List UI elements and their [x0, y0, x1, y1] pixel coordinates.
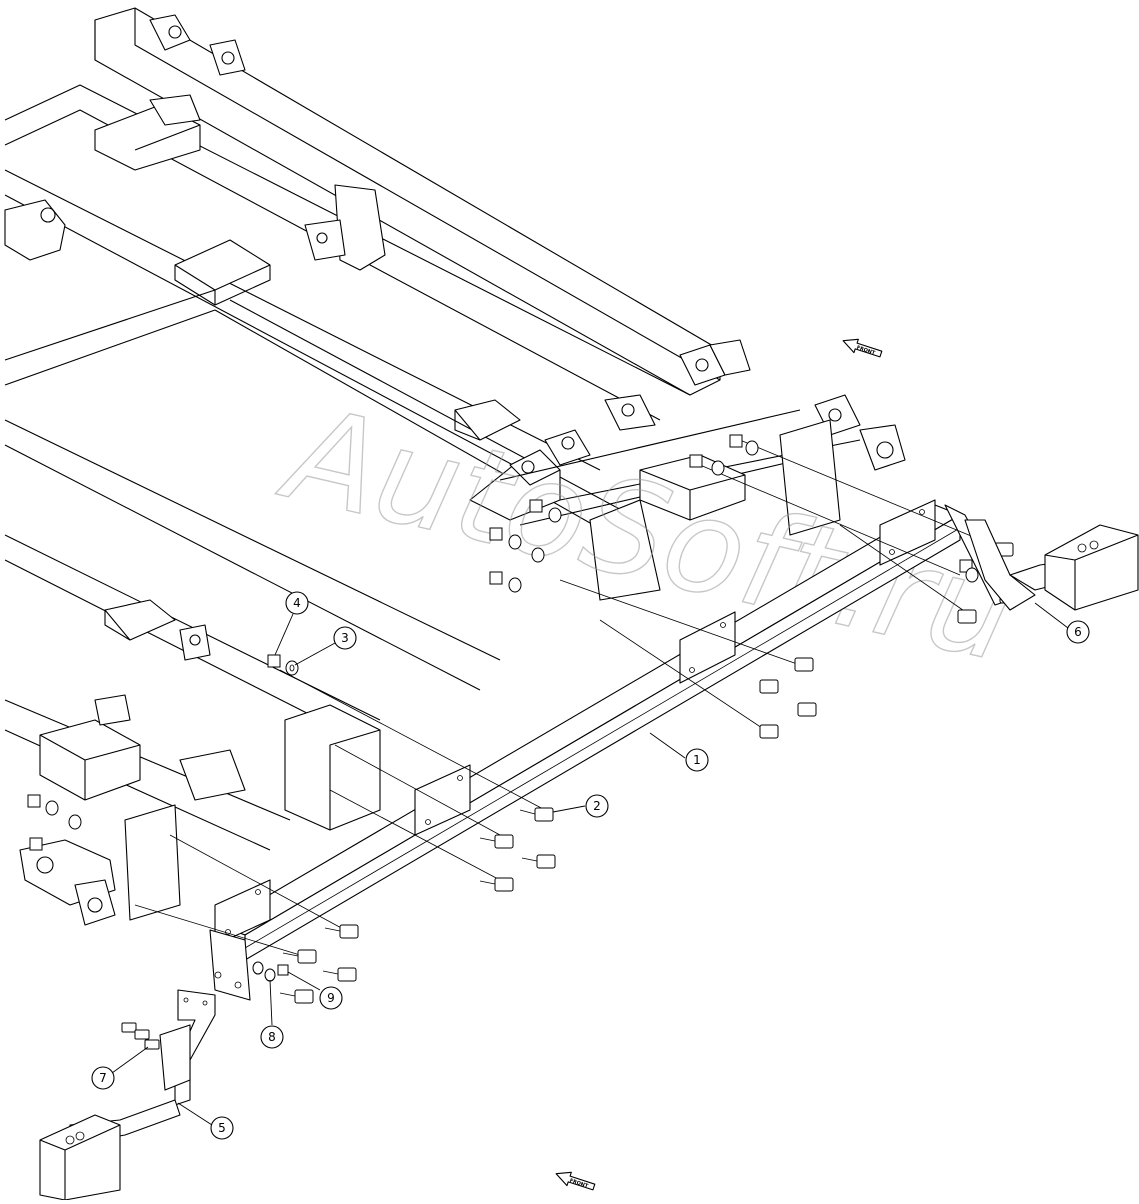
small-washer	[264, 968, 276, 982]
nut	[27, 794, 41, 808]
small-bolt	[144, 1039, 160, 1050]
bolt	[797, 702, 817, 717]
washer	[285, 660, 299, 676]
callout-8: 8	[260, 979, 284, 1049]
bolt	[957, 609, 977, 624]
direction-arrow: FRONT	[842, 338, 883, 358]
svg-text:8: 8	[268, 1030, 276, 1044]
washer	[548, 507, 562, 523]
nut	[489, 571, 503, 585]
left-bracket	[39, 989, 216, 1201]
bolt	[759, 724, 779, 739]
svg-text:3: 3	[341, 631, 349, 645]
washer	[45, 800, 59, 816]
direction-arrow: FRONT	[555, 1171, 596, 1191]
right-bracket	[964, 519, 1139, 611]
callout-6: 6	[1034, 602, 1090, 644]
bolt	[279, 989, 314, 1004]
bolt	[324, 924, 359, 939]
callout-1: 1	[649, 732, 709, 772]
nut	[729, 434, 743, 448]
callouts: 1 2 3 4 5 6	[91, 591, 1090, 1140]
small-nut	[277, 964, 289, 976]
nut	[29, 837, 43, 851]
small-bolt	[134, 1029, 150, 1040]
washer	[508, 534, 522, 550]
bolt	[322, 967, 357, 982]
washer	[531, 547, 545, 563]
bolt	[479, 834, 514, 849]
callout-4: 4	[274, 591, 309, 656]
bolt	[759, 679, 779, 694]
washer	[965, 567, 979, 583]
main-frame	[4, 7, 906, 926]
alignment-lines	[134, 439, 1001, 956]
svg-text:2: 2	[593, 799, 601, 813]
svg-text:9: 9	[327, 991, 335, 1005]
callout-2: 2	[552, 794, 609, 818]
bolt	[521, 854, 556, 869]
bolt	[519, 807, 554, 822]
fastener-group	[27, 434, 1019, 1050]
direction-arrow-label: FRONT	[569, 1178, 590, 1190]
washer	[711, 460, 725, 476]
bolt	[282, 949, 317, 964]
washer	[508, 577, 522, 593]
callout-7: 7	[91, 1046, 149, 1090]
washer	[68, 814, 82, 830]
svg-text:1: 1	[693, 753, 701, 767]
bolt	[479, 877, 514, 892]
crossbar	[209, 499, 1011, 1001]
svg-text:4: 4	[293, 596, 301, 610]
svg-text:7: 7	[99, 1071, 107, 1085]
callout-3: 3	[294, 626, 357, 666]
svg-text:6: 6	[1074, 625, 1082, 639]
svg-text:5: 5	[218, 1121, 226, 1135]
nut	[689, 454, 703, 468]
washer	[745, 440, 759, 456]
small-washer	[252, 961, 264, 975]
nut	[529, 499, 543, 513]
small-bolt	[121, 1022, 137, 1033]
nut	[489, 527, 503, 541]
callout-5: 5	[177, 1102, 234, 1140]
bolt	[794, 657, 814, 672]
callout-9: 9	[287, 971, 343, 1010]
nut	[267, 654, 281, 668]
direction-arrow-label: FRONT	[856, 345, 877, 357]
